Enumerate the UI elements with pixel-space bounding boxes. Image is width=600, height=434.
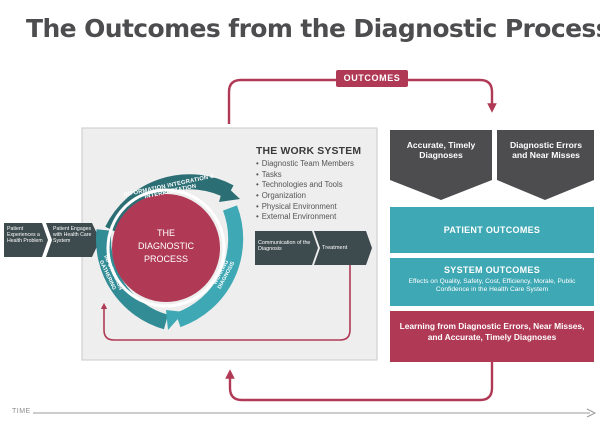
inner-feedback-arrow	[100, 262, 351, 341]
diagnostic-errors-label: Diagnostic Errors and Near Misses	[509, 140, 583, 161]
work-system-item: Technologies and Tools	[256, 180, 354, 191]
center-line-1: THE	[157, 228, 175, 238]
patient-engages-label: Patient Engages with Health Care System	[53, 226, 92, 244]
time-label: TIME	[12, 408, 33, 415]
work-system-item: External Environment	[256, 212, 354, 223]
accurate-diagnoses-label: Accurate, Timely Diagnoses	[406, 140, 476, 161]
diagnostic-errors-box	[497, 130, 594, 200]
patient-engages-arrow	[46, 223, 100, 257]
ring-arrowhead-2	[166, 310, 184, 330]
patient-experiences-label: Patient Experiences a Health Problem	[7, 226, 43, 244]
ring-gathering-arc	[96, 229, 169, 330]
system-outcomes-title: SYSTEM OUTCOMES	[443, 265, 540, 275]
patient-experiences-arrow	[4, 223, 48, 257]
patient-outcomes-label: PATIENT OUTCOMES	[443, 225, 541, 235]
ring-working-arc	[175, 205, 244, 328]
communication-label: Communication of the Diagnosis	[258, 240, 311, 253]
outcomes-tag	[336, 70, 408, 87]
diagnostic-process-circle	[112, 194, 220, 302]
work-system-item: Tasks	[256, 170, 354, 181]
treatment-arrow	[314, 231, 372, 265]
outcomes-label: OUTCOMES	[343, 73, 401, 83]
ring-arrowhead-1	[219, 184, 240, 202]
ring-integration-arc	[105, 174, 234, 234]
work-system-title: THE WORK SYSTEM	[256, 146, 362, 157]
work-system-item: Organization	[256, 191, 354, 202]
work-system-item: Physical Environment	[256, 202, 354, 213]
work-system-item: Diagnostic Team Members	[256, 159, 354, 170]
communication-arrow	[255, 231, 318, 265]
treatment-label: Treatment	[322, 245, 348, 251]
system-outcomes-box	[390, 258, 594, 306]
accurate-diagnoses-box	[390, 130, 492, 200]
center-line-2: DIAGNOSTIC	[137, 241, 194, 251]
center-line-3: PROCESS	[143, 254, 188, 264]
learning-label: Learning from Diagnostic Errors, Near Mi…	[399, 321, 585, 342]
page-title: The Outcomes from the Diagnostic Process	[26, 14, 600, 43]
learning-feedback-arrow	[225, 362, 494, 402]
time-arrowhead	[586, 408, 597, 418]
patient-outcomes-box	[390, 207, 594, 253]
work-system-list: Diagnostic Team Members Tasks Technologi…	[256, 159, 354, 223]
learning-box	[390, 311, 594, 362]
system-outcomes-subtitle: Effects on Quality, Safety, Cost, Effici…	[408, 278, 576, 293]
